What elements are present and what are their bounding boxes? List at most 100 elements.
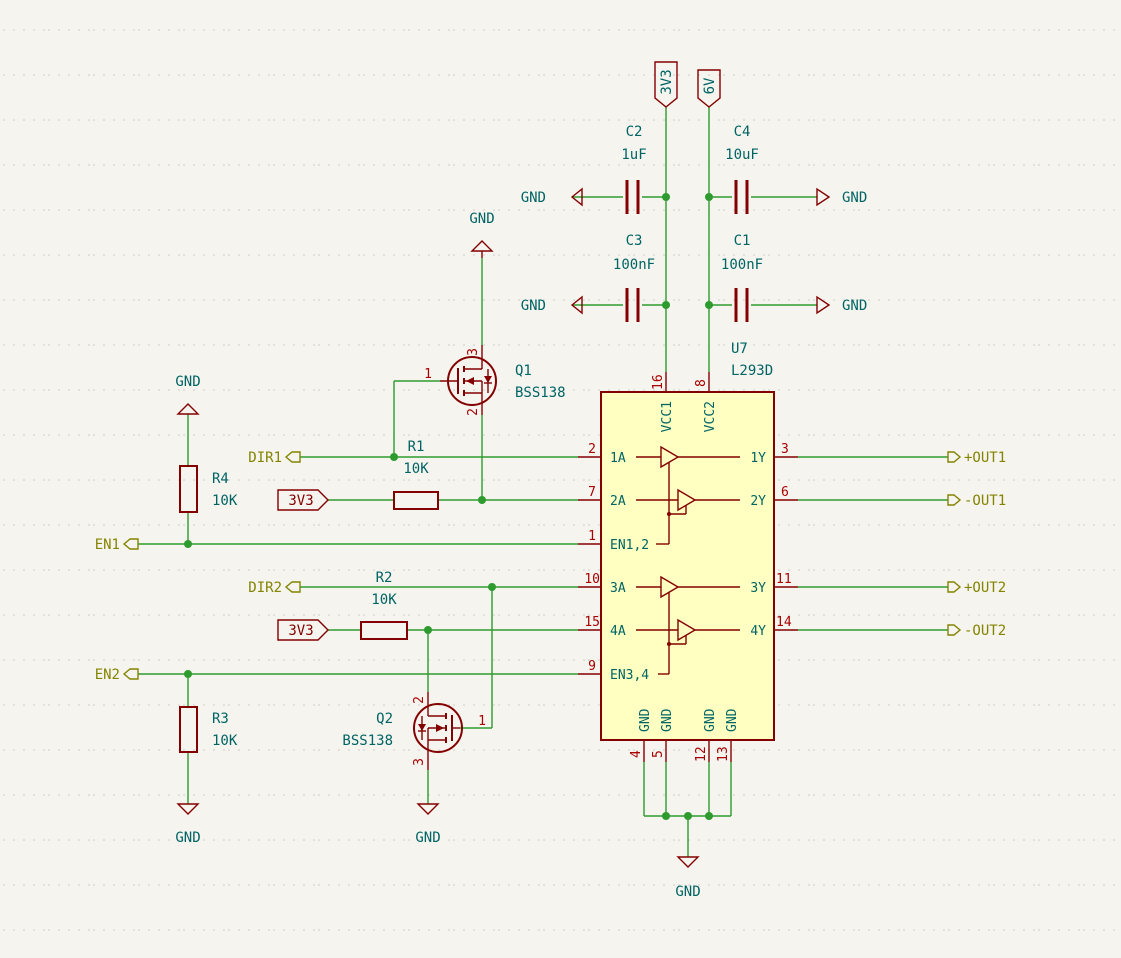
u7-ref: U7 — [731, 341, 748, 357]
q2-pin-gate: 1 — [478, 714, 486, 729]
power-3v3-r2-label: 3V3 — [288, 623, 313, 639]
q2-pin-source: 3 — [412, 758, 427, 766]
power-6v-top-label: 6V — [702, 77, 718, 94]
label-out1p-text: +OUT1 — [964, 450, 1006, 466]
q1-value: BSS138 — [515, 385, 566, 401]
pin-num-4: 4 — [629, 750, 644, 758]
pin-num-6: 6 — [781, 485, 789, 500]
power-3v3-top-label: 3V3 — [659, 69, 675, 94]
gnd-r4-label: GND — [175, 374, 200, 390]
resistor-r2[interactable]: R2 10K — [360, 570, 408, 640]
pin-num-8: 8 — [694, 379, 709, 387]
q2-pin-drain: 2 — [412, 696, 427, 704]
capacitor-c4[interactable]: C4 10uF — [725, 124, 759, 214]
label-dir2[interactable]: DIR2 — [248, 580, 301, 596]
r4-value: 10K — [212, 493, 238, 509]
pin-name-gnd5: GND — [660, 708, 675, 732]
q1-pin-source: 2 — [466, 408, 481, 416]
capacitor-c3[interactable]: C3 100nF — [613, 233, 655, 322]
pin-num-3: 3 — [781, 442, 789, 457]
gnd-r3[interactable]: GND — [175, 803, 201, 846]
gnd-ic[interactable]: GND — [675, 856, 701, 900]
pin-name-3a: 3A — [610, 581, 626, 596]
label-out1m[interactable]: -OUT1 — [947, 493, 1006, 509]
capacitor-c2[interactable]: C2 1uF — [621, 124, 647, 214]
pin-num-5: 5 — [651, 750, 666, 758]
wires — [138, 107, 948, 857]
label-out1m-text: -OUT1 — [964, 493, 1006, 509]
label-out2p[interactable]: +OUT2 — [947, 580, 1006, 596]
pin-name-gnd4: GND — [638, 708, 653, 732]
c1-value: 100nF — [721, 257, 763, 273]
pin-num-9: 9 — [588, 659, 596, 674]
pin-name-en12: EN1,2 — [610, 538, 649, 553]
label-out1p[interactable]: +OUT1 — [947, 450, 1006, 466]
power-3v3-top[interactable]: 3V3 — [654, 61, 678, 108]
c1-ref: C1 — [734, 233, 751, 249]
mosfet-q2[interactable]: 1 2 3 Q2 BSS138 — [342, 692, 486, 770]
buffer-2 — [636, 575, 740, 675]
gnd-q1[interactable]: GND — [469, 211, 495, 258]
pin-num-2: 2 — [588, 442, 596, 457]
r3-ref: R3 — [212, 711, 229, 727]
gnd-c1[interactable]: GND — [816, 295, 867, 315]
gnd-c1-label: GND — [842, 298, 867, 314]
power-3v3-r[interactable]: 3V3 — [277, 489, 329, 511]
pin-num-16: 16 — [651, 374, 666, 390]
pin-num-1: 1 — [588, 529, 596, 544]
c3-value: 100nF — [613, 257, 655, 273]
pin-name-2a: 2A — [610, 494, 626, 509]
pin-num-11: 11 — [776, 572, 792, 587]
gnd-c4[interactable]: GND — [816, 187, 867, 207]
c4-value: 10uF — [725, 147, 759, 163]
mosfet-q1[interactable]: 1 2 3 Q1 BSS138 — [424, 345, 566, 416]
pin-name-1y: 1Y — [750, 451, 766, 466]
power-6v-top[interactable]: 6V — [697, 69, 721, 108]
pin-num-10: 10 — [584, 572, 600, 587]
r2-value: 10K — [371, 592, 397, 608]
resistor-r4[interactable]: R4 10K — [179, 465, 238, 513]
pin-name-3y: 3Y — [750, 581, 766, 596]
label-out2m-text: -OUT2 — [964, 623, 1006, 639]
resistor-r3[interactable]: R3 10K — [179, 706, 238, 753]
resistor-r1[interactable]: R1 10K — [393, 439, 439, 510]
gnd-r3-label: GND — [175, 830, 200, 846]
gnd-ic-label: GND — [675, 884, 700, 900]
pin-name-2y: 2Y — [750, 494, 766, 509]
buffer-1 — [636, 445, 740, 545]
label-en2-text: EN2 — [95, 667, 120, 683]
pin-num-15: 15 — [584, 615, 600, 630]
capacitor-c1[interactable]: C1 100nF — [721, 233, 763, 322]
gnd-c2-label: GND — [521, 190, 546, 206]
junctions — [184, 193, 713, 820]
power-3v3-r2[interactable]: 3V3 — [277, 619, 329, 641]
gnd-q2-label: GND — [415, 830, 440, 846]
pin-name-vcc1: VCC1 — [660, 401, 675, 432]
c2-ref: C2 — [626, 124, 643, 140]
label-en2[interactable]: EN2 — [95, 667, 139, 683]
gnd-c3[interactable]: GND — [521, 295, 583, 315]
r3-value: 10K — [212, 733, 238, 749]
gnd-c2[interactable]: GND — [521, 187, 583, 207]
gnd-c4-label: GND — [842, 190, 867, 206]
pin-num-14: 14 — [776, 615, 792, 630]
pin-name-4y: 4Y — [750, 624, 766, 639]
label-en1-text: EN1 — [95, 537, 120, 553]
pin-name-gnd12: GND — [703, 708, 718, 732]
c3-ref: C3 — [626, 233, 643, 249]
gnd-q2[interactable]: GND — [415, 803, 441, 846]
gnd-r4[interactable]: GND — [175, 374, 201, 415]
q1-ref: Q1 — [515, 363, 532, 379]
pin-name-1a: 1A — [610, 451, 626, 466]
pin-num-12: 12 — [694, 746, 709, 762]
label-en1[interactable]: EN1 — [95, 537, 139, 553]
r4-ref: R4 — [212, 471, 229, 487]
power-3v3-r-label: 3V3 — [288, 493, 313, 509]
pin-name-4a: 4A — [610, 624, 626, 639]
gnd-c3-label: GND — [521, 298, 546, 314]
ic-u7[interactable]: VCC1 VCC2 1A 2A EN1,2 3A 4A EN3,4 1Y 2Y … — [578, 341, 798, 762]
label-dir1[interactable]: DIR1 — [248, 450, 301, 466]
label-out2m[interactable]: -OUT2 — [947, 623, 1006, 639]
